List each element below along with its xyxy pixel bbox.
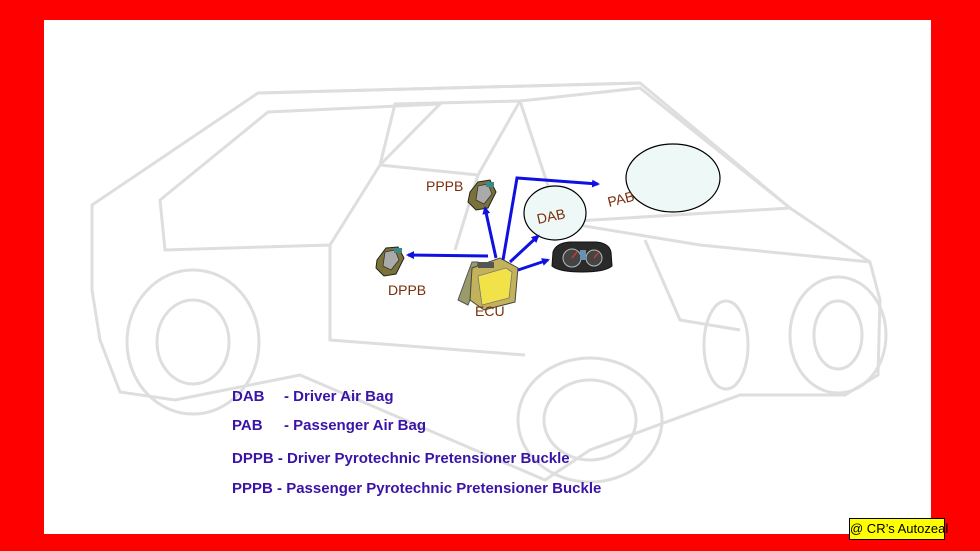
label-ecu: ECU [475, 303, 505, 319]
label-pppb: PPPB [426, 178, 463, 194]
arrow-to-cluster [517, 258, 550, 272]
pab-airbag [625, 143, 721, 213]
watermark-badge: @ CR’s Autozeal [849, 518, 948, 540]
legend-abbr: PAB [232, 417, 263, 434]
legend-desc: - Driver Pyrotechnic Pretensioner Buckle [277, 450, 570, 467]
pppb-buckle-icon [467, 179, 497, 211]
label-dab: DAB [535, 205, 566, 227]
legend-abbr: DPPB [232, 450, 274, 467]
label-dppb: DPPB [388, 282, 426, 298]
arrow-to-pab [501, 176, 600, 261]
legend-abbr: PPPB [232, 480, 273, 497]
signal-arrows [406, 176, 600, 272]
legend-item-pab: PAB - Passenger Air Bag [232, 417, 426, 434]
dab-airbag [523, 185, 587, 241]
label-pab: PAB [606, 188, 636, 210]
legend-item-pppb: PPPB - Passenger Pyrotechnic Pretensione… [232, 480, 601, 497]
legend-desc: - Passenger Pyrotechnic Pretensioner Buc… [277, 480, 602, 497]
instrument-cluster-icon [551, 241, 613, 273]
legend-item-dppb: DPPB - Driver Pyrotechnic Pretensioner B… [232, 450, 570, 467]
arrow-to-pppb [482, 206, 498, 259]
legend-item-dab: DAB - Driver Air Bag [232, 388, 393, 405]
arrow-to-dab [508, 234, 540, 264]
arrow-to-dppb [406, 251, 489, 260]
ecu-module-icon [457, 257, 519, 311]
legend-abbr: DAB [232, 388, 265, 405]
legend-desc: - Driver Air Bag [284, 388, 394, 405]
legend-desc: - Passenger Air Bag [284, 417, 426, 434]
dppb-buckle-icon [375, 246, 405, 277]
